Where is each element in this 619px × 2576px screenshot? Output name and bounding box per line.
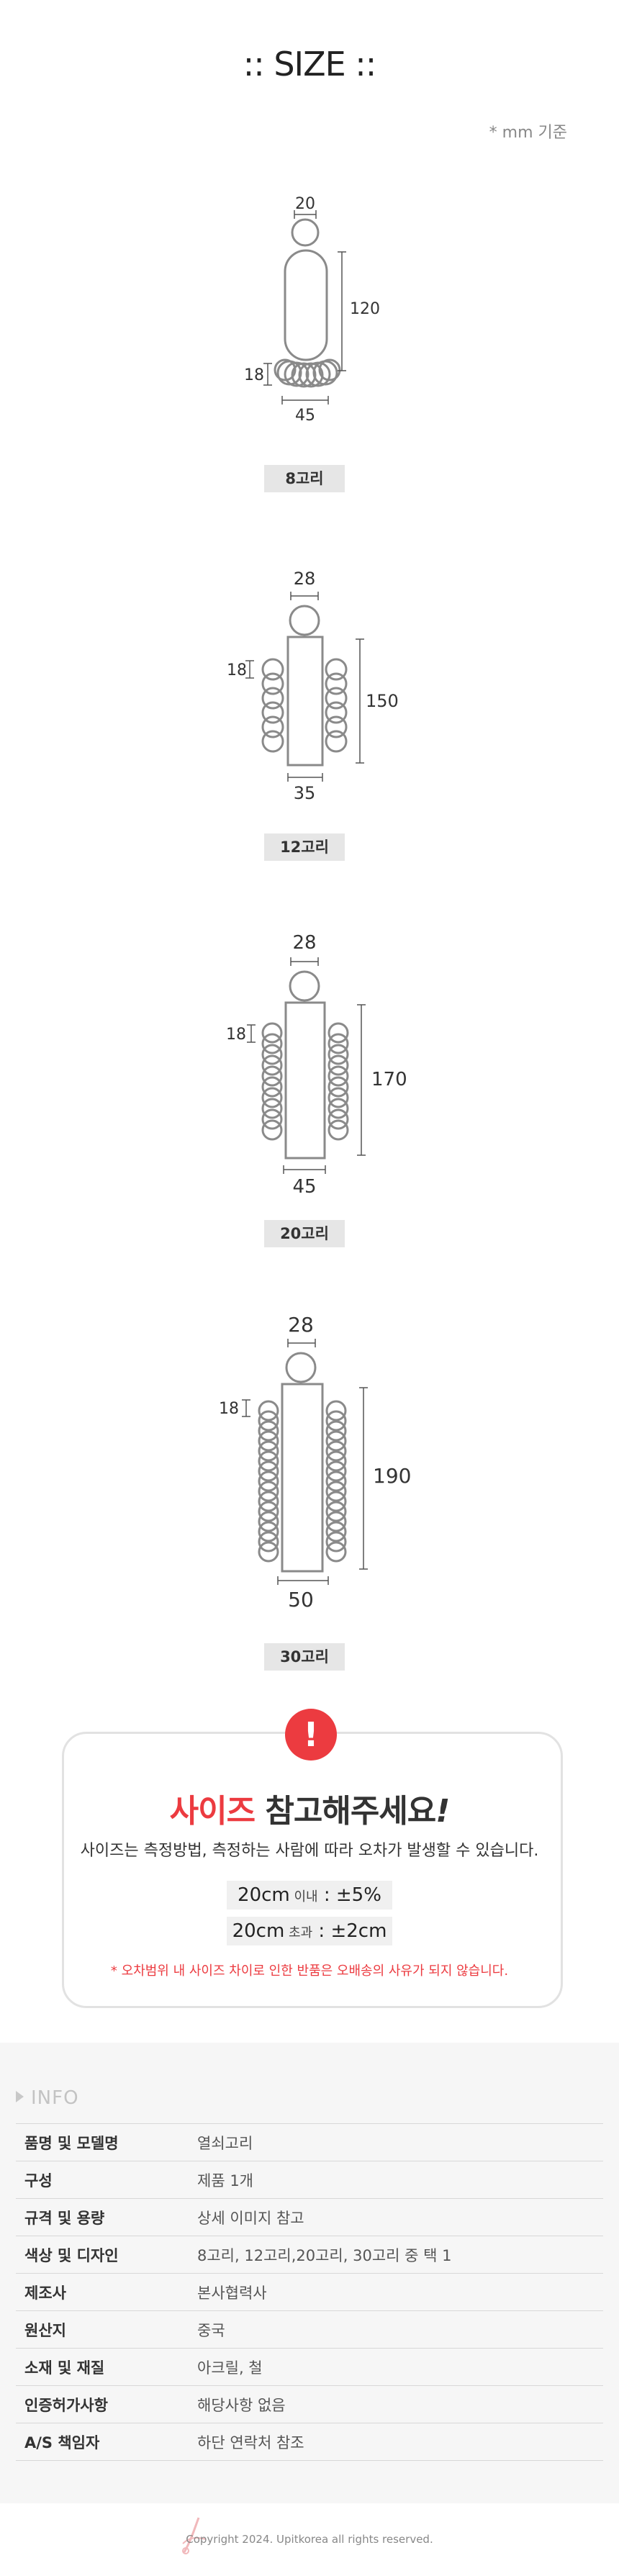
triangle-right-icon [16, 2091, 24, 2102]
info-key: 구성 [24, 2171, 53, 2189]
keychain-body [284, 249, 328, 361]
dim-height: 120 [350, 300, 380, 318]
dim-height: 190 [373, 1464, 411, 1488]
notice-title-mark: ! [435, 1793, 450, 1830]
dim-top-ring: 28 [294, 569, 316, 589]
page-title: :: SIZE :: [243, 45, 377, 83]
dim-ring: 18 [226, 1026, 246, 1044]
dim-width: 45 [295, 407, 315, 425]
unit-note: * mm 기준 [489, 124, 567, 142]
size-diagrams: 20 120 18 45 28 150 18 35 [219, 195, 411, 1612]
info-row: 제조사 본사협력사 [16, 2273, 603, 2311]
info-key: 제조사 [24, 2284, 66, 2302]
dim-width: 45 [292, 1176, 316, 1198]
info-value: 하단 연락처 참조 [197, 2433, 304, 2451]
dim-ring: 18 [219, 1400, 239, 1418]
info-row: A/S 책임자 하단 연락처 참조 [16, 2423, 603, 2461]
info-row: 소재 및 재질 아크릴, 철 [16, 2348, 603, 2386]
alert-icon: ! [285, 1709, 337, 1761]
brand-logo-icon [182, 2517, 207, 2554]
notice-subtitle: 사이즈는 측정방법, 측정하는 사람에 따라 오차가 발생할 수 있습니다. [80, 1842, 539, 1860]
dim-top-ring: 20 [295, 195, 315, 213]
copyright: Copyright 2024. Upitkorea all rights res… [186, 2533, 433, 2546]
info-value: 해당사항 없음 [197, 2396, 286, 2414]
size-label-20: 20고리 [264, 1220, 345, 1247]
notice-title-text: 참고해주세요 [255, 1793, 436, 1830]
dim-height: 170 [371, 1069, 407, 1090]
info-key: 인증허가사항 [24, 2396, 108, 2414]
dim-width: 50 [288, 1588, 314, 1612]
info-row: 품명 및 모델명 열쇠고리 [16, 2123, 603, 2161]
info-row: 원산지 중국 [16, 2310, 603, 2349]
info-row: 규격 및 용량 상세 이미지 참고 [16, 2198, 603, 2236]
size-label-30: 30고리 [264, 1643, 345, 1671]
info-key: 색상 및 디자인 [24, 2246, 119, 2264]
info-key: A/S 책임자 [24, 2433, 100, 2451]
info-value: 8고리, 12고리,20고리, 30고리 중 택 1 [197, 2246, 452, 2264]
info-row: 색상 및 디자인 8고리, 12고리,20고리, 30고리 중 택 1 [16, 2236, 603, 2274]
notice-title: 사이즈 참고해주세요! [0, 1785, 619, 1831]
info-row: 구성 제품 1개 [16, 2161, 603, 2199]
dim-ring: 18 [244, 366, 264, 384]
info-value: 중국 [197, 2321, 225, 2339]
size-label-12: 12고리 [264, 833, 345, 861]
info-value: 열쇠고리 [197, 2134, 253, 2152]
tolerance-over-20cm: 20cm 초과 : ±2cm [227, 1917, 392, 1945]
info-value: 제품 1개 [197, 2171, 253, 2189]
dim-top-ring: 28 [288, 1313, 314, 1337]
notice-warning: * 오차범위 내 사이즈 차이로 인한 반품은 오배송의 사유가 되지 않습니다… [110, 1963, 509, 1979]
size-notice-card [62, 1732, 563, 2008]
info-value: 본사협력사 [197, 2284, 267, 2302]
notice-title-highlight: 사이즈 [169, 1793, 256, 1830]
info-key: 소재 및 재질 [24, 2359, 105, 2377]
tolerance-under-20cm: 20cm 이내 : ±5% [227, 1881, 392, 1910]
top-ring [291, 218, 320, 247]
info-key: 품명 및 모델명 [24, 2134, 119, 2152]
info-value: 아크릴, 철 [197, 2359, 263, 2377]
info-row: 인증허가사항 해당사항 없음 [16, 2385, 603, 2423]
dim-ring: 18 [227, 661, 247, 679]
info-key: 원산지 [24, 2321, 66, 2339]
info-key: 규격 및 용량 [24, 2209, 105, 2227]
info-heading: INFO [16, 2087, 79, 2109]
dim-height: 150 [366, 691, 399, 711]
size-label-8: 8고리 [264, 465, 345, 492]
info-value: 상세 이미지 참고 [197, 2209, 304, 2227]
dim-width: 35 [294, 783, 316, 803]
dim-top-ring: 28 [292, 932, 316, 954]
